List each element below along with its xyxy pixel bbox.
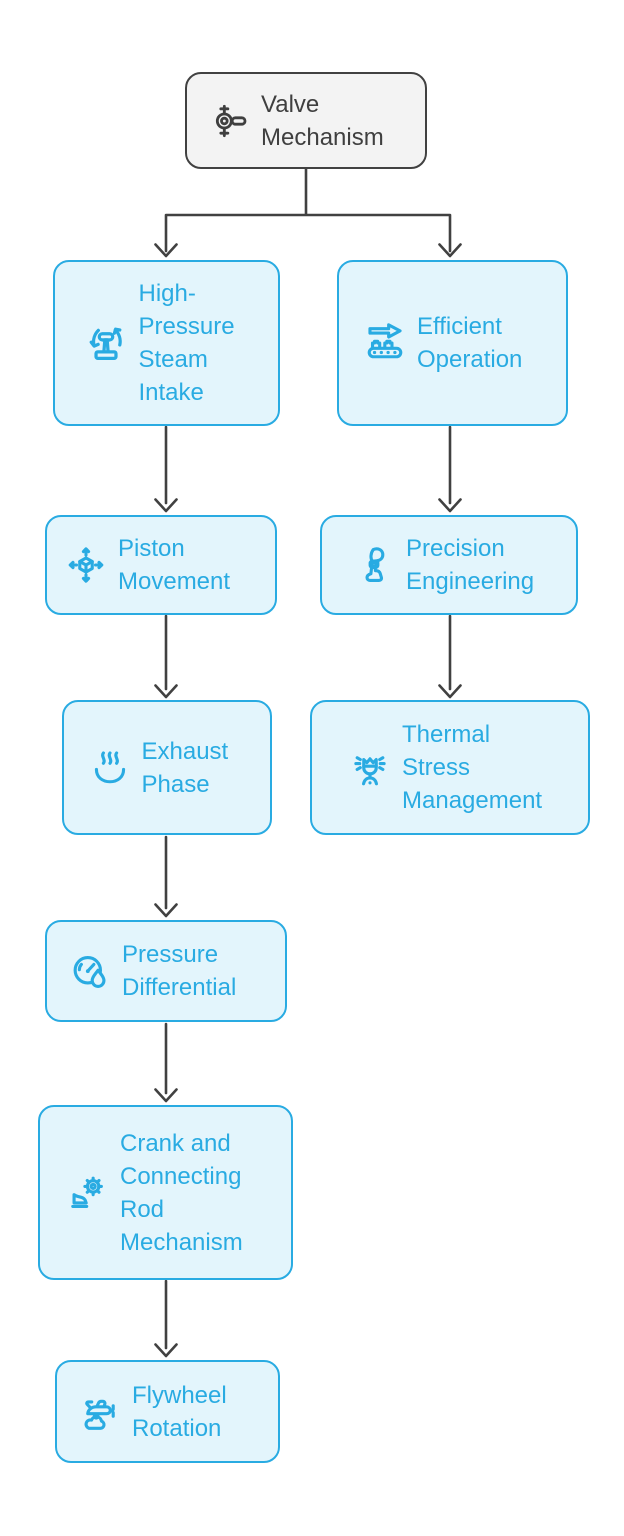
node-exhaust-phase: Exhaust Phase [62, 700, 272, 835]
arrowhead [438, 684, 462, 699]
gauge-droplet-icon [68, 949, 112, 993]
node-crank-and-connecting-rod-mechanism: Crank and Connecting Rod Mechanism [38, 1105, 293, 1280]
node-flywheel-rotation: Flywheel Rotation [55, 1360, 280, 1463]
node-piston-movement: Piston Movement [45, 515, 277, 615]
edge-root-branch [164, 167, 452, 253]
node-valve-mechanism: Valve Mechanism [185, 72, 427, 169]
gear-pennant-icon [66, 1171, 110, 1215]
steam-bowl-icon [88, 746, 132, 790]
move-3d-icon [64, 543, 108, 587]
node-label: Flywheel Rotation [132, 1381, 227, 1442]
node-pressure-differential: Pressure Differential [45, 920, 287, 1022]
arrowhead [154, 498, 178, 513]
node-label: High-Pressure Steam Intake [138, 280, 235, 406]
arrowhead [438, 498, 462, 513]
arrowhead [154, 1088, 178, 1103]
node-label: Valve Mechanism [261, 90, 384, 151]
plane-cloud-icon [78, 1390, 122, 1434]
node-label: Thermal Stress Management [402, 721, 543, 814]
node-high-pressure-steam-intake: High-Pressure Steam Intake [53, 260, 280, 426]
prosthetic-leg-icon [352, 543, 396, 587]
arrowhead [438, 243, 462, 258]
conveyor-arrow-icon [363, 321, 407, 365]
valve-icon [211, 101, 251, 141]
node-label: Efficient Operation [417, 313, 523, 373]
node-label: Piston Movement [118, 535, 231, 595]
arrowhead [154, 1343, 178, 1358]
node-label: Pressure Differential [122, 941, 237, 1001]
node-label: Exhaust Phase [141, 737, 229, 798]
arrowhead [154, 903, 178, 918]
node-thermal-stress-management: Thermal Stress Management [310, 700, 590, 835]
steam-lever-icon [83, 320, 129, 366]
node-label: Crank and Connecting Rod Mechanism [120, 1129, 243, 1256]
thermal-radiance-icon [348, 746, 392, 790]
arrowhead [154, 243, 178, 258]
arrowhead [154, 684, 178, 699]
node-precision-engineering: Precision Engineering [320, 515, 578, 615]
node-label: Precision Engineering [406, 535, 535, 595]
node-efficient-operation: Efficient Operation [337, 260, 568, 426]
